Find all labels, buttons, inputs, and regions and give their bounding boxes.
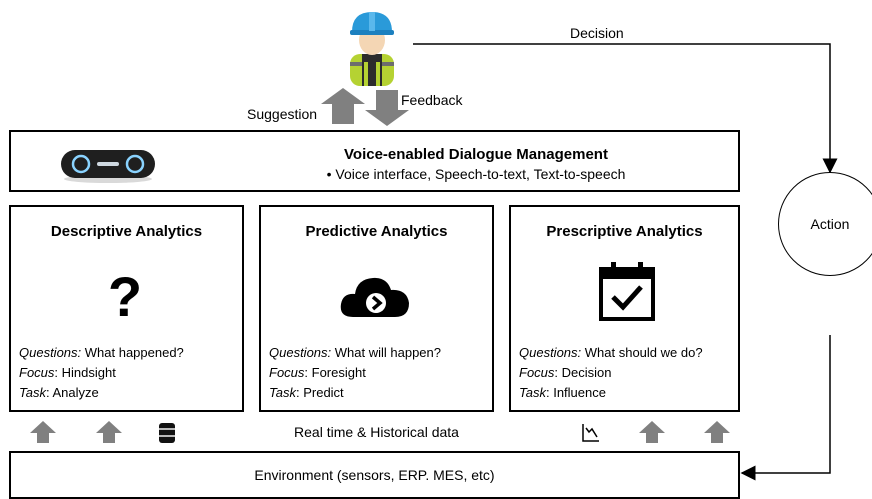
prescriptive-analytics-details: Questions: What should we do? Focus: Dec… [519, 345, 703, 400]
trend-chart-icon [582, 424, 599, 442]
question-mark-icon: ? [107, 265, 143, 328]
descriptive-analytics-title: Descriptive Analytics [50, 223, 203, 240]
data-up-arrow-4 [704, 421, 730, 443]
action-to-environment-arrow [740, 335, 831, 481]
descriptive-analytics-box: Descriptive Analytics ? Questions: What … [9, 205, 244, 412]
database-icon [159, 423, 175, 443]
data-up-arrow-1 [30, 421, 56, 443]
feedback-down-arrow [365, 90, 409, 126]
prescriptive-analytics-title: Prescriptive Analytics [546, 223, 703, 240]
environment-box: Environment (sensors, ERP. MES, etc) [9, 451, 740, 499]
calendar-check-icon [599, 262, 655, 321]
suggestion-up-arrow [321, 88, 365, 124]
dialogue-subtitle: • Voice interface, Speech-to-text, Text-… [326, 166, 626, 182]
predictive-analytics-box: Predictive Analytics Questions: What wil… [259, 205, 494, 412]
environment-label: Environment (sensors, ERP. MES, etc) [254, 467, 495, 483]
cloud-arrow-icon [340, 277, 409, 317]
data-up-arrow-2 [96, 421, 122, 443]
data-source-label: Real time & Historical data [294, 424, 459, 440]
worker-avatar-icon [350, 12, 394, 86]
decision-label: Decision [570, 25, 624, 41]
robot-speaker-icon [61, 150, 155, 183]
decision-arrow [413, 43, 838, 174]
dialogue-title: Voice-enabled Dialogue Management [344, 146, 608, 163]
predictive-analytics-details: Questions: What will happen? Focus: Fore… [269, 345, 441, 400]
prescriptive-analytics-box: Prescriptive Analytics Questions: What s… [509, 205, 740, 412]
predictive-analytics-title: Predictive Analytics [305, 223, 448, 240]
descriptive-analytics-details: Questions: What happened? Focus: Hindsig… [19, 345, 184, 400]
dialogue-management-box: Voice-enabled Dialogue Management • Voic… [9, 130, 740, 192]
feedback-label: Feedback [401, 92, 463, 108]
suggestion-label: Suggestion [247, 106, 318, 122]
data-up-arrow-3 [639, 421, 665, 443]
action-label: Action [810, 216, 850, 232]
action-circle: Action [778, 172, 872, 276]
